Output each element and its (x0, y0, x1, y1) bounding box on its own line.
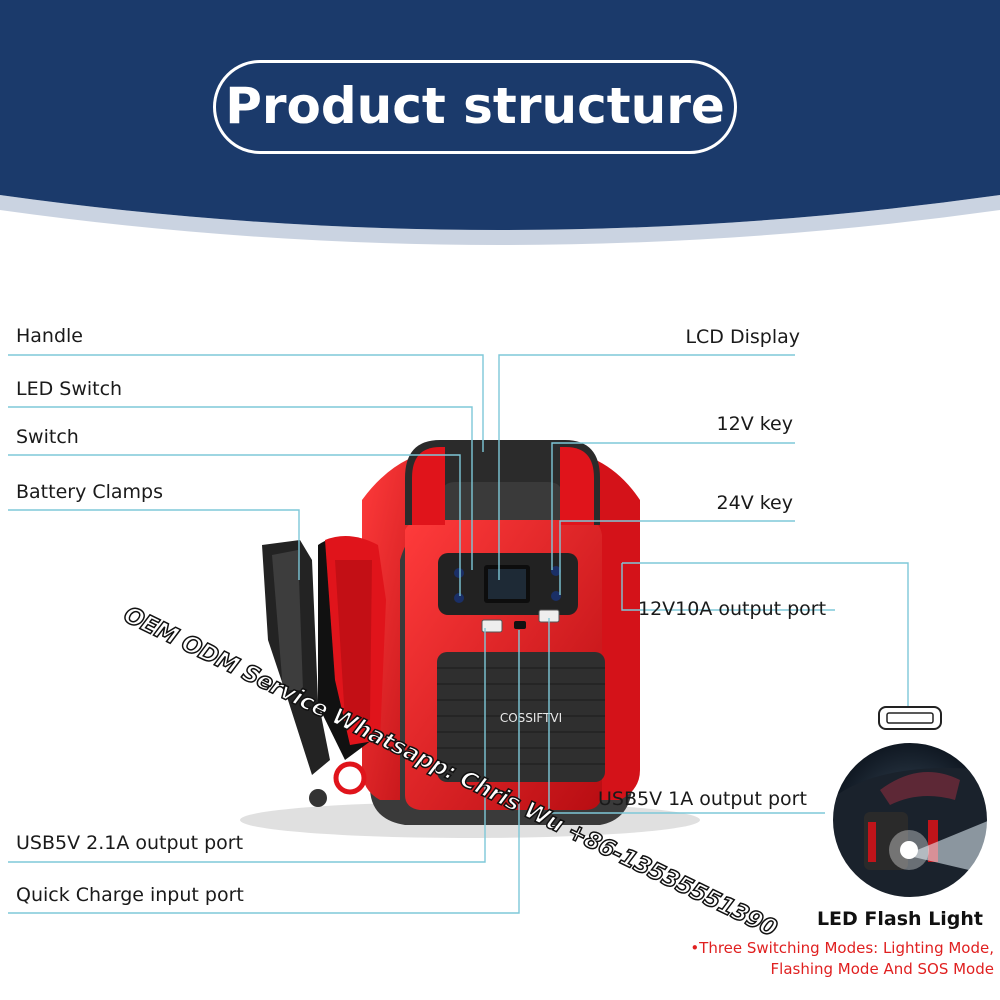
flash-light-description: •Three Switching Modes: Lighting Mode, F… (610, 938, 994, 980)
label-led-switch: LED Switch (16, 378, 123, 400)
jump-starter-illustration: COSSIFTVI (240, 440, 700, 838)
label-lcd-display: LCD Display (685, 326, 800, 348)
flash-light-desc-line1: •Three Switching Modes: Lighting Mode, (690, 939, 994, 957)
label-usb-1a: USB5V 1A output port (598, 788, 807, 810)
output-port-icon (878, 706, 942, 730)
title-pill (213, 60, 737, 154)
label-handle: Handle (16, 325, 84, 347)
label-usb-2-1a: USB5V 2.1A output port (16, 832, 244, 854)
flash-light-photo (832, 742, 988, 898)
label-24v-key: 24V key (716, 492, 793, 514)
label-12v-key: 12V key (716, 413, 793, 435)
label-switch: Switch (16, 426, 79, 448)
label-quick-charge: Quick Charge input port (16, 884, 244, 906)
flash-light-desc-line2: Flashing Mode And SOS Mode (770, 960, 994, 978)
page-title: Product structure (225, 77, 725, 135)
label-battery-clamps: Battery Clamps (16, 481, 164, 503)
flash-light-title: LED Flash Light (816, 908, 984, 930)
header-banner (0, 0, 1000, 245)
leader-lines (8, 354, 909, 914)
label-12v10a-output: 12V10A output port (638, 598, 827, 620)
brand-logo: COSSIFTVI (500, 711, 562, 725)
